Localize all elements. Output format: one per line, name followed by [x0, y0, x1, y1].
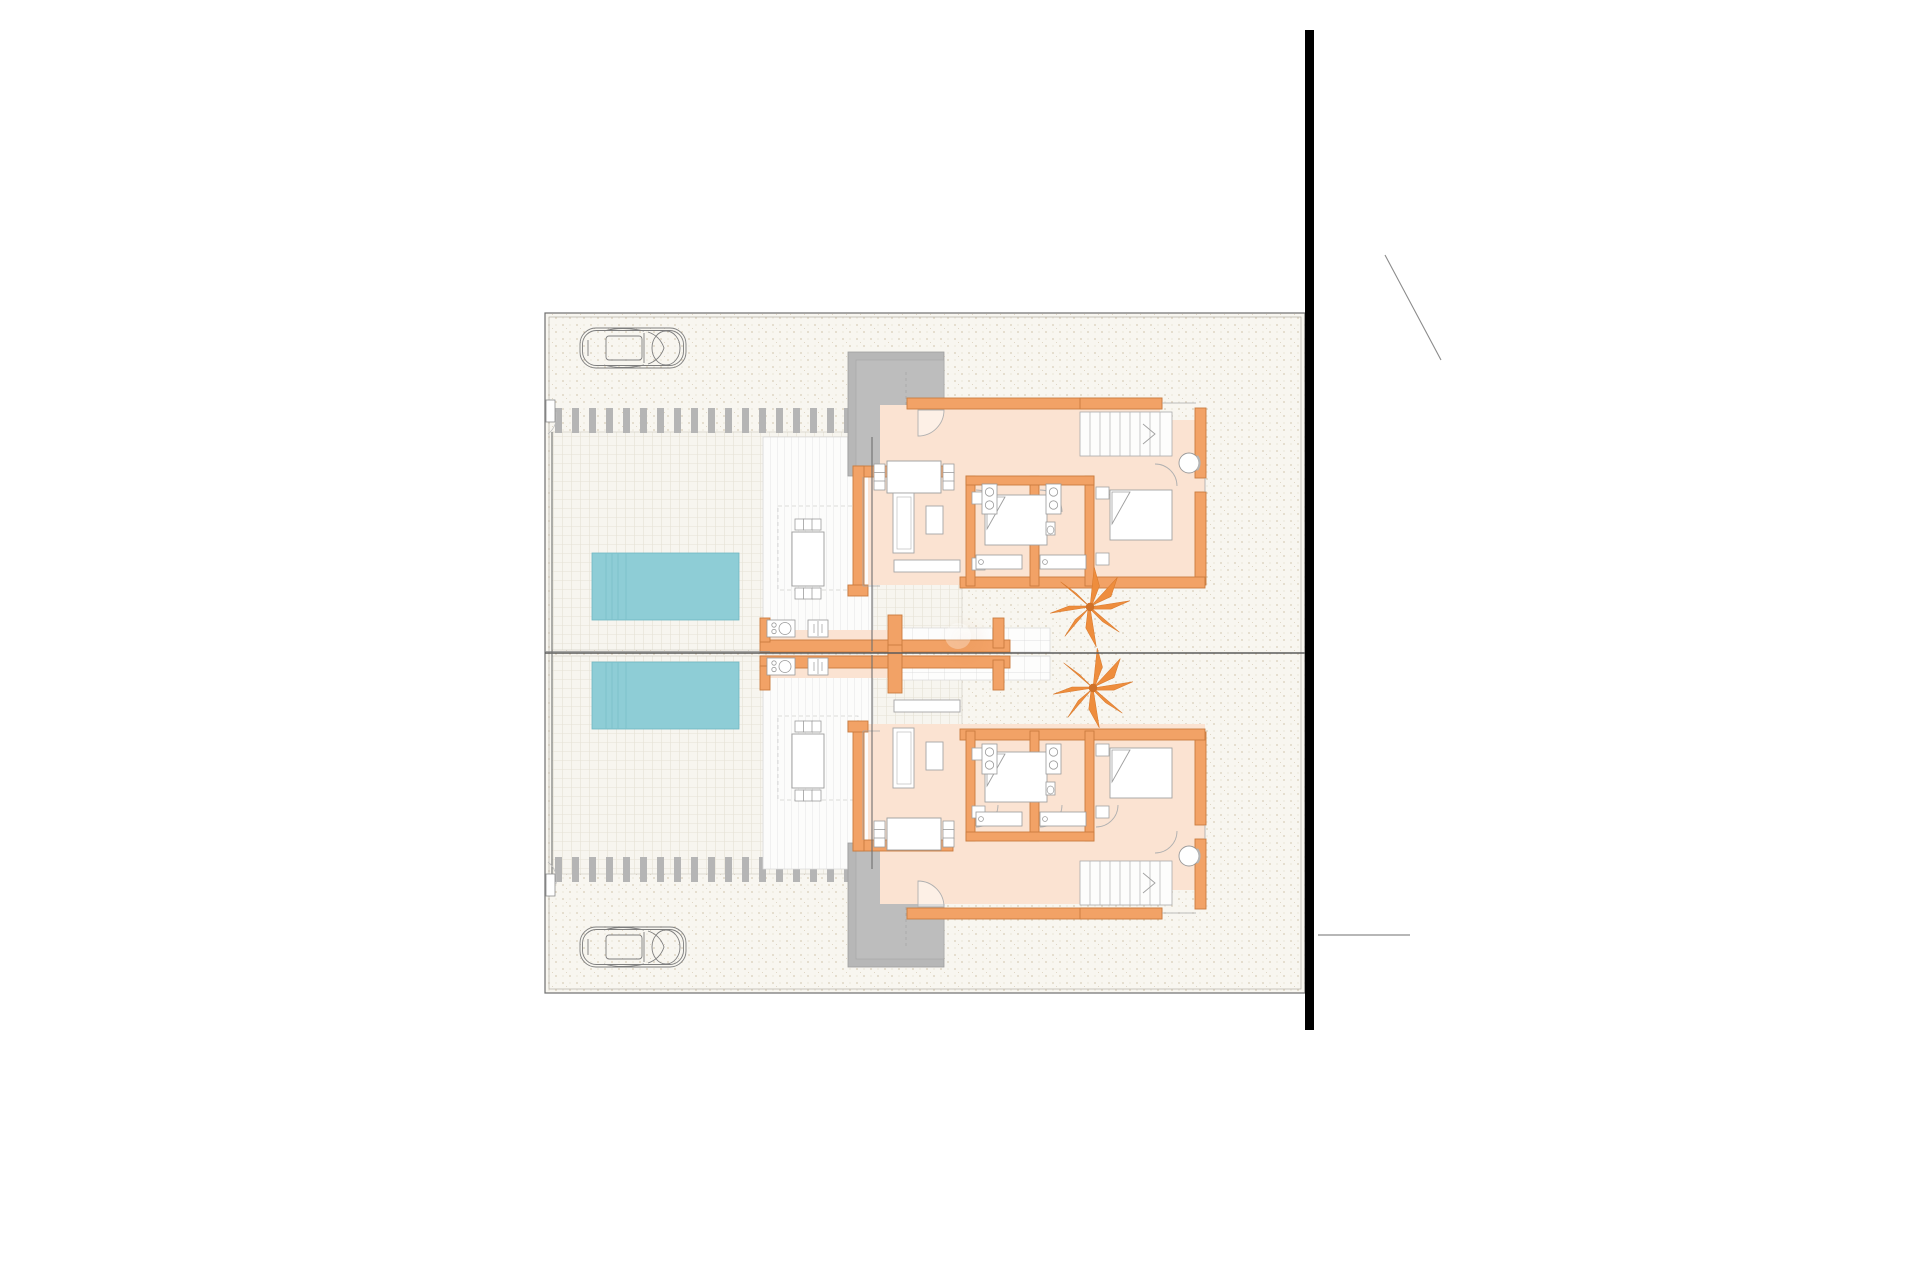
wall-lower-terrace-foot: [847, 720, 869, 733]
wall-upper-east-b: [1194, 491, 1207, 586]
nightstand-4-lower: [1095, 805, 1110, 819]
armchair-upper: [925, 505, 944, 535]
wall-upper-north-b: [1079, 397, 1163, 410]
door-ensuite-upper: [1154, 463, 1178, 487]
tv-console-lower: [893, 699, 961, 713]
wc-bath1-lower: [1045, 781, 1056, 796]
shower-bath1-upper: [1039, 554, 1087, 570]
door-entry-lower: [917, 880, 945, 908]
wall-lower-east-b: [1194, 731, 1207, 826]
kitchen-sink-lower: [766, 657, 796, 676]
washbasin-bath1-upper: [1045, 483, 1062, 515]
wall-lower-bed1-w: [965, 730, 976, 842]
hedge-rows: [555, 408, 851, 882]
staircase-lower: [1079, 860, 1173, 906]
round-table-upper: [1177, 451, 1201, 475]
sofa-upper: [892, 492, 915, 554]
bed-double-2-lower: [1109, 747, 1173, 799]
shower-bath2-upper: [975, 554, 1023, 570]
terrace-edge-lines: [551, 432, 873, 874]
wall-lower-kitchen-pier: [887, 644, 903, 694]
wall-upper-east-a: [1194, 407, 1207, 479]
kitchen-sink-upper: [766, 619, 796, 638]
nightstand-4-upper: [1095, 552, 1110, 566]
swimming-pool-upper: [591, 552, 740, 621]
washbasin-bath2-lower: [981, 743, 998, 775]
kitchen-hob-lower: [807, 657, 829, 676]
sofa-lower: [892, 727, 915, 789]
gate-lower: [545, 873, 556, 897]
door-entry-upper: [917, 409, 945, 437]
wall-lower-terrace-w: [852, 727, 865, 852]
wall-lower-kitchen-w: [759, 665, 771, 691]
hedge-row-top: [555, 408, 851, 433]
party-wall-divider: [545, 651, 1305, 654]
washbasin-bath1-lower: [1045, 743, 1062, 775]
wall-lower-east-a: [1194, 838, 1207, 910]
swimming-pool-lower: [591, 661, 740, 730]
wall-lower-south-b: [1079, 907, 1163, 920]
annotation-diagonal-line: [1384, 254, 1442, 361]
armchair-lower: [925, 741, 944, 771]
gates: [545, 399, 557, 897]
wall-upper-terrace-foot: [847, 584, 869, 597]
wall-upper-bed2-w: [1084, 475, 1095, 587]
wall-upper-bed-n: [965, 475, 1095, 486]
staircases: [1079, 411, 1173, 906]
shower-bath2-lower: [975, 811, 1023, 827]
door-ensuite-lower: [1154, 830, 1178, 854]
wall-upper-south: [959, 576, 1206, 589]
kitchen-hob-upper: [807, 619, 829, 638]
wall-lower-kitchen-e: [992, 659, 1005, 691]
wall-upper-kitchen-e: [992, 617, 1005, 649]
wall-upper-terrace-w: [852, 465, 865, 590]
gate-swing-lower: [547, 861, 557, 885]
staircase-upper: [1079, 411, 1173, 457]
pool-steps-lower: [605, 662, 627, 729]
watermark: [939, 614, 991, 666]
wc-bath1-upper: [1045, 521, 1056, 536]
swimming-pools: [591, 552, 740, 730]
gate-upper: [545, 399, 556, 423]
wall-lower-north: [959, 728, 1206, 741]
washbasin-bath2-upper: [981, 483, 998, 515]
door-swings: [917, 409, 1178, 908]
nightstand-3-upper: [1095, 486, 1110, 500]
road-boundary-line: [1305, 30, 1314, 1030]
tv-console-upper: [893, 559, 961, 573]
bed-double-2-upper: [1109, 489, 1173, 541]
round-table-lower: [1177, 844, 1201, 868]
pool-steps-upper: [605, 553, 627, 620]
wall-lower-bed-s: [965, 831, 1095, 842]
door-bed2-lower: [1095, 804, 1119, 828]
road-and-annotations: [1305, 30, 1442, 1030]
nightstand-3-lower: [1095, 743, 1110, 757]
shower-bath1-lower: [1039, 811, 1087, 827]
gate-swing-upper: [547, 411, 557, 435]
hedge-row-bottom: [555, 857, 851, 882]
